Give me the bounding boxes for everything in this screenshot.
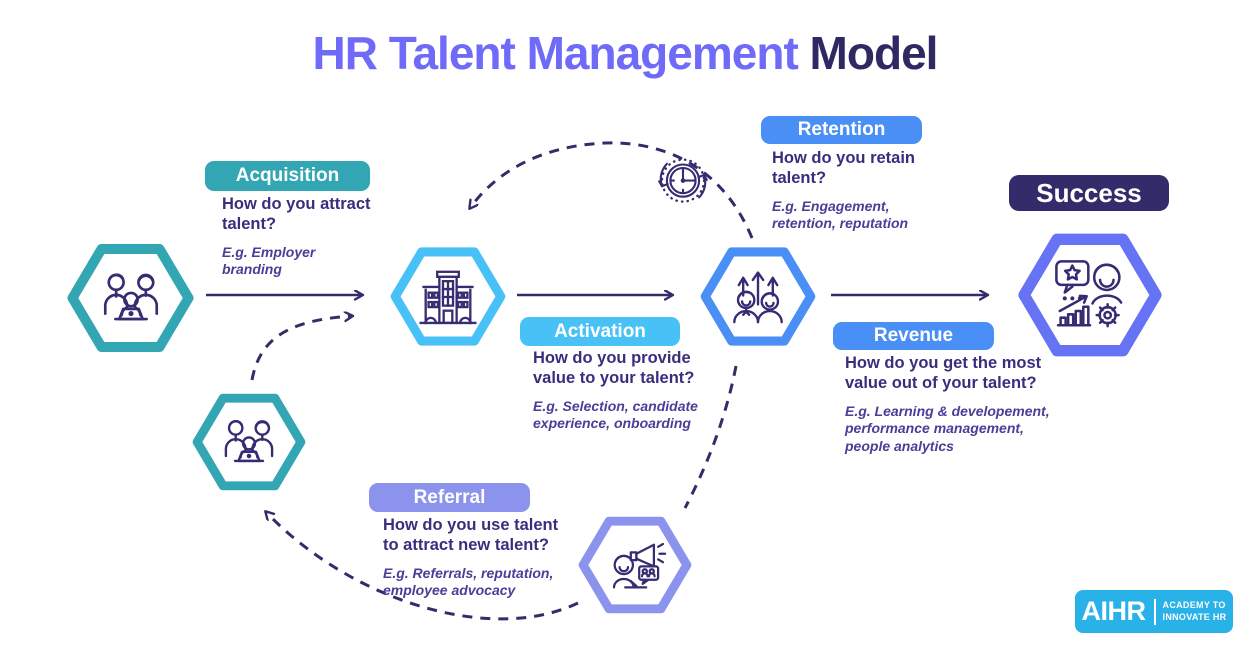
revenue-label-text: Revenue [873, 325, 954, 346]
success-label-text: Success [1036, 177, 1142, 208]
aihr-logo-tagline-line2: INNOVATE HR [1162, 611, 1227, 622]
activation-label-text: Activation [554, 320, 646, 342]
retention-question: How do you retain talent? [772, 149, 916, 187]
revenue-example: E.g. Learning & developement, performanc… [845, 402, 1050, 454]
page-title-accent: Model [809, 27, 939, 79]
hexagon-referral [190, 386, 308, 498]
referral-label-text: Referral [413, 486, 486, 508]
activation-example: E.g. Selection, candidate experience, on… [533, 397, 698, 432]
hexagon-acquisition [64, 238, 197, 358]
activation-description: How do you provide value to your talent?… [533, 349, 713, 433]
referral-label: Referral [369, 483, 530, 512]
aihr-logo-divider [1153, 598, 1156, 625]
hexagon-retention [698, 240, 818, 353]
aihr-logo-tagline: ACADEMY TO INNOVATE HR [1163, 600, 1227, 623]
revenue-question: How do you get the most value out of you… [845, 354, 1042, 392]
hexagon-success [1015, 226, 1165, 364]
retention-label: Retention [761, 116, 922, 144]
activation-label: Activation [520, 317, 680, 346]
acquisition-label: Acquisition [205, 161, 370, 191]
talent-pool-icon [92, 259, 170, 337]
referral-example: E.g. Referrals, reputation, employee adv… [383, 564, 554, 599]
time-clock-icon [648, 147, 718, 217]
referral-question: How do you use talent to attract new tal… [383, 516, 559, 554]
page-title-main: HR Talent Management [312, 27, 810, 79]
aihr-logo: AIHR ACADEMY TO INNOVATE HR [1075, 590, 1233, 633]
retention-description: How do you retain talent? E.g. Engagemen… [772, 149, 932, 233]
activation-question: How do you provide value to your talent? [533, 349, 695, 387]
referral-pool-icon [214, 407, 284, 477]
aihr-logo-tagline-line1: ACADEMY TO [1162, 599, 1226, 610]
success-celebration-icon [1048, 253, 1132, 337]
talent-growth-icon [721, 260, 795, 334]
hexagon-advocacy [576, 510, 694, 620]
acquisition-label-text: Acquisition [235, 165, 340, 186]
success-label: Success [1009, 175, 1169, 211]
revenue-label: Revenue [833, 322, 994, 350]
referral-description: How do you use talent to attract new tal… [383, 516, 578, 600]
page-title: HR Talent Management Model [0, 26, 1250, 80]
retention-example: E.g. Engagement, retention, reputation [772, 197, 909, 232]
acquisition-example: E.g. Employer branding [222, 243, 316, 278]
hexagon-activation [388, 240, 508, 353]
acquisition-question: How do you attract talent? [222, 195, 371, 233]
company-building-icon [412, 261, 484, 333]
acquisition-description: How do you attract talent? E.g. Employer… [222, 195, 397, 279]
revenue-description: How do you get the most value out of you… [845, 354, 1060, 455]
aihr-logo-brand: AIHR [1081, 596, 1147, 626]
retention-label-text: Retention [797, 119, 886, 140]
dashed-arrow-referral-to-company [250, 316, 352, 381]
advocacy-megaphone-icon [600, 530, 670, 600]
